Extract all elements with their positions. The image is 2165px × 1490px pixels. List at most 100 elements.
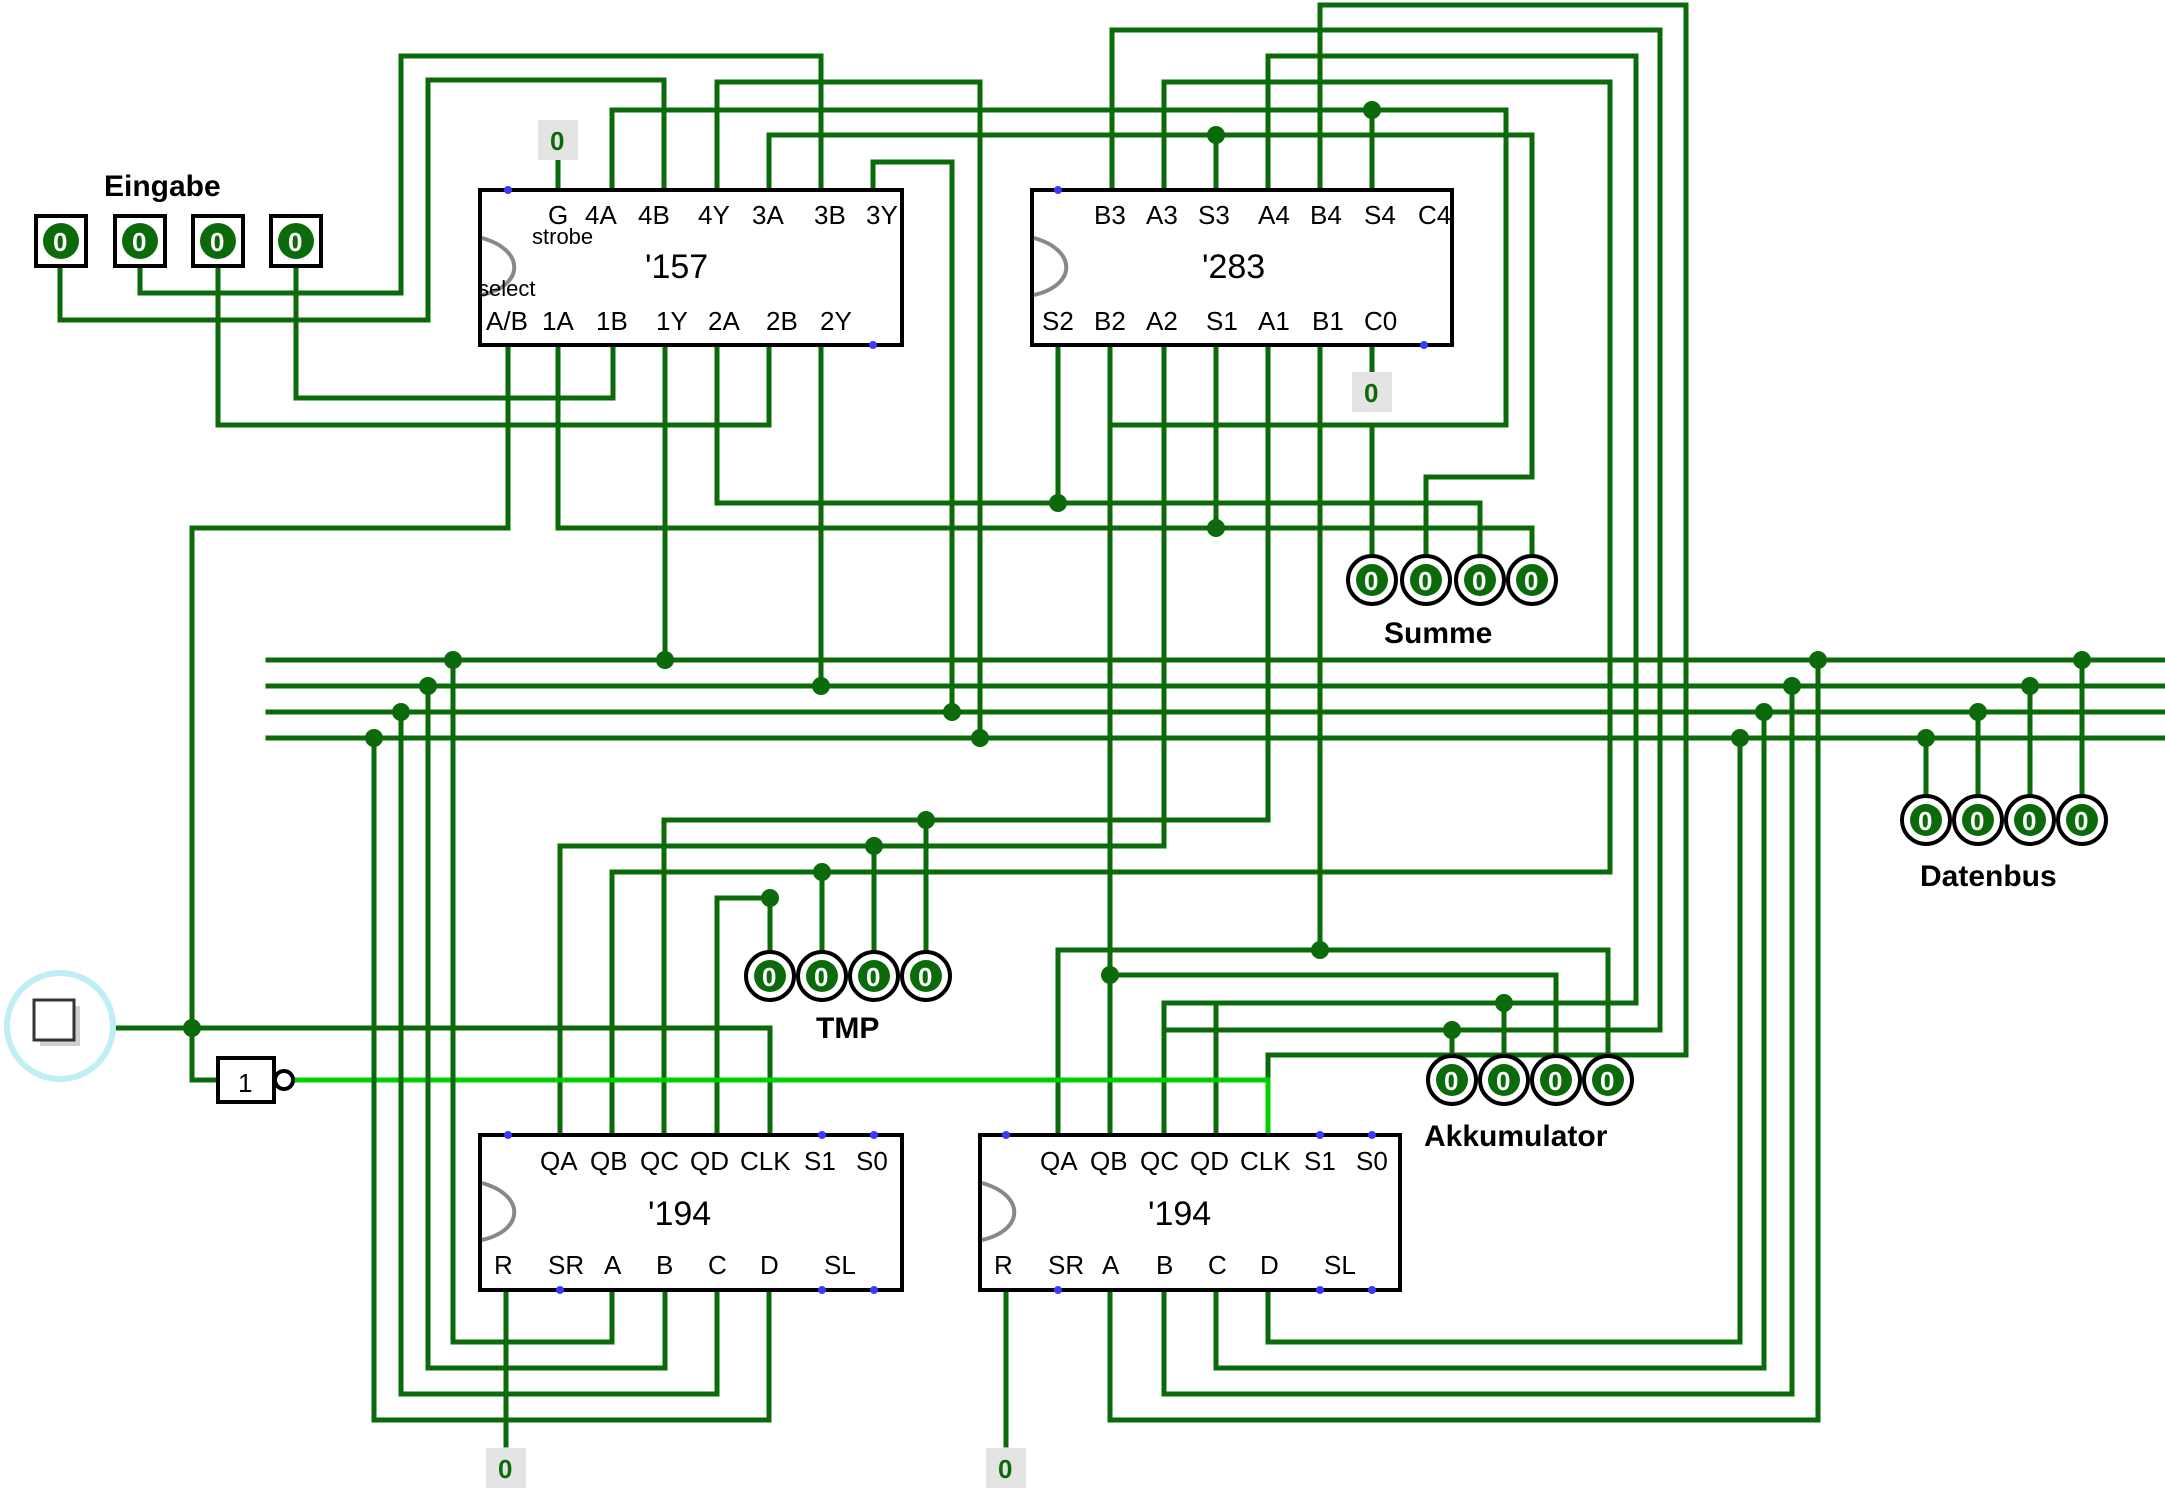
switch-led-icon	[43, 223, 79, 259]
wire-eingabe-1	[57, 77, 667, 323]
wire-acc-a	[1107, 657, 1821, 1423]
led-icon	[1488, 1064, 1520, 1096]
junction	[656, 651, 674, 669]
pin-label: 1Y	[656, 306, 688, 336]
pin-label: A4	[1258, 200, 1290, 230]
pin-label: SR	[548, 1250, 584, 1280]
pin-label: R	[494, 1250, 513, 1280]
tmp-label: TMP	[816, 1012, 879, 1045]
pin-dot	[818, 1286, 826, 1294]
chip-283-adder[interactable]: '283 B3 A3 S3 A4 B4 S4 C4 S2 B2 A2 S1 A1…	[1030, 186, 1454, 349]
switch-led-icon	[278, 223, 314, 259]
input-switch-3[interactable]: 0	[191, 214, 245, 268]
switch-value: 0	[53, 227, 67, 257]
wires	[57, 2, 2165, 1448]
pin-label: B1	[1312, 306, 1344, 336]
pin-label: CLK	[1240, 1146, 1291, 1176]
led-value: 0	[814, 962, 828, 992]
led-value: 0	[762, 962, 776, 992]
clock-button[interactable]	[4, 970, 116, 1082]
mux-strobe-label: strobe	[532, 224, 593, 249]
eingabe-group: Eingabe 0 0 0 0	[34, 170, 323, 268]
not-gate[interactable]: 1	[216, 1056, 295, 1104]
led-icon	[1356, 564, 1388, 596]
akkumulator-label: Akkumulator	[1424, 1120, 1608, 1153]
wire-eingabe-3	[215, 263, 772, 428]
akkumulator-led-3: 0	[1530, 1054, 1582, 1106]
pin-label: QC	[640, 1146, 679, 1176]
led-icon	[1540, 1064, 1572, 1096]
wire-acc-led-4	[1317, 947, 1611, 1083]
pin-dot	[1002, 1131, 1010, 1139]
pin-label: A/B	[486, 306, 528, 336]
switch-value: 0	[288, 227, 302, 257]
constant-value: 0	[998, 1454, 1012, 1484]
led-icon	[1962, 804, 1994, 836]
datenbus-group: 0 0 0 0 Datenbus	[1900, 794, 2108, 893]
chip-157-mux[interactable]: '157 strobe select G 4A 4B 4Y 3A 3B 3Y A…	[478, 186, 904, 349]
pin-label: SL	[824, 1250, 856, 1280]
pin-label: D	[1260, 1250, 1279, 1280]
pin-dot	[870, 1131, 878, 1139]
pin-label: S0	[856, 1146, 888, 1176]
input-switch-4[interactable]: 0	[269, 214, 323, 268]
pin-label: S4	[1364, 200, 1396, 230]
junction	[444, 651, 462, 669]
tmp-led-4: 0	[900, 950, 952, 1002]
constant-acc-r: 0	[986, 1448, 1026, 1488]
pin-dot	[1316, 1286, 1324, 1294]
mux-bottom-pins: A/B 1A 1B 1Y 2A 2B 2Y	[486, 306, 852, 336]
wire-adder-a4	[1213, 53, 1639, 1138]
pin-label: 3Y	[866, 200, 898, 230]
pin-label: C	[1208, 1250, 1227, 1280]
led-icon	[2014, 804, 2046, 836]
constant-value: 0	[1364, 378, 1378, 408]
tmp-bottom-pins: R SR A B C D SL	[494, 1250, 856, 1280]
wire-acc-b	[1161, 683, 1795, 1397]
mux-select-label: select	[478, 276, 535, 301]
input-switch-1[interactable]: 0	[34, 214, 88, 268]
junction	[1731, 729, 1749, 747]
led-value: 0	[2074, 806, 2088, 836]
pin-label: QA	[1040, 1146, 1078, 1176]
wire-acc-qc	[1161, 1000, 1507, 1138]
pin-label: C0	[1364, 306, 1397, 336]
chip-194-acc[interactable]: '194 QA QB QC QD CLK S1 S0 R SR A B C D …	[978, 1131, 1402, 1294]
chip-194-tmp-body	[478, 1133, 904, 1292]
chip-194-acc-name: '194	[1148, 1195, 1211, 1233]
led-value: 0	[866, 962, 880, 992]
junction	[1495, 994, 1513, 1012]
led-icon	[1464, 564, 1496, 596]
summe-group: 0 0 0 0 Summe	[1346, 554, 1558, 650]
chip-157-body	[478, 188, 904, 347]
pin-label: 2A	[708, 306, 740, 336]
pin-dot	[1420, 341, 1428, 349]
acc-top-pins: QA QB QC QD CLK S1 S0	[1040, 1146, 1388, 1176]
led-value: 0	[1418, 566, 1432, 596]
pin-label: 4Y	[698, 200, 730, 230]
pin-label: 2Y	[820, 306, 852, 336]
pin-label: C	[708, 1250, 727, 1280]
pin-label: S0	[1356, 1146, 1388, 1176]
junction	[1917, 729, 1935, 747]
junction	[761, 889, 779, 907]
chip-194-acc-body	[978, 1133, 1402, 1292]
pin-dot	[1368, 1286, 1376, 1294]
pin-label: QA	[540, 1146, 578, 1176]
wire-tmp-c	[398, 709, 720, 1397]
wire-acc-c	[1213, 709, 1767, 1371]
junction	[365, 729, 383, 747]
summe-led-1: 0	[1346, 554, 1398, 606]
junction	[1311, 941, 1329, 959]
input-switch-2[interactable]: 0	[113, 214, 167, 268]
led-icon	[806, 960, 838, 992]
led-value: 0	[1444, 1066, 1458, 1096]
led-value: 0	[1918, 806, 1932, 836]
pin-label: S1	[1206, 306, 1238, 336]
pin-label: B4	[1310, 200, 1342, 230]
junction	[1969, 703, 1987, 721]
chip-194-tmp[interactable]: '194 QA QB QC QD CLK S1 S0 R SR A B C D …	[478, 1131, 904, 1294]
wire-adder-a2	[557, 342, 1167, 1138]
